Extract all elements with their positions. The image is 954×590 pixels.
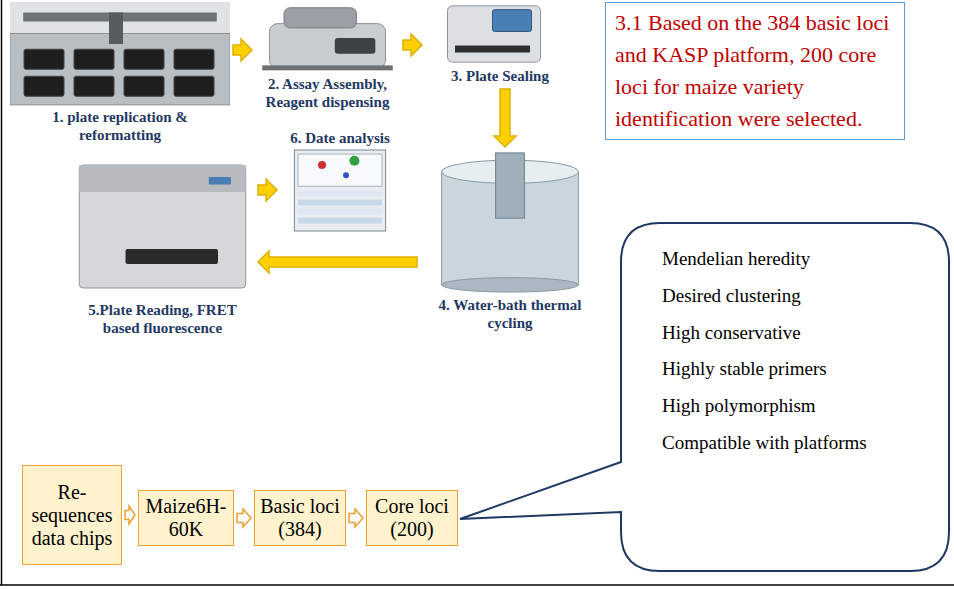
microplate bbox=[24, 76, 64, 96]
microplate bbox=[174, 76, 214, 96]
microplate bbox=[124, 76, 164, 96]
flow-arrow bbox=[349, 509, 363, 527]
process-box: Basic loci (384) bbox=[254, 490, 346, 546]
frame-line bbox=[1, 0, 3, 585]
criterion-item: High conservative bbox=[662, 322, 940, 345]
reader-slot bbox=[126, 249, 219, 264]
criterion-item: Desired clustering bbox=[662, 285, 940, 308]
cycler-base bbox=[442, 278, 579, 293]
sealer-photo-step: 3. Plate Sealing bbox=[425, 2, 575, 86]
step-photo bbox=[10, 2, 230, 107]
cycler-rack bbox=[496, 153, 525, 218]
box-label: Core loci (200) bbox=[371, 495, 453, 541]
note-text: 3.1 Based on the 384 basic loci and KASP… bbox=[615, 7, 895, 135]
microplate bbox=[124, 49, 164, 69]
dispenser-body bbox=[270, 24, 386, 69]
dispenser-top bbox=[284, 8, 357, 28]
box-label: Maize6H-60K bbox=[143, 495, 229, 541]
step-caption: 6. Date analysis bbox=[288, 128, 392, 148]
screen-window bbox=[294, 150, 385, 231]
step-photo bbox=[255, 2, 400, 74]
screen-row bbox=[298, 191, 382, 197]
criterion-item: Highly stable primers bbox=[662, 358, 940, 381]
dispenser-photo-step: 2. Assay Assembly, Reagent dispensing bbox=[255, 2, 400, 112]
step-arrow bbox=[258, 251, 417, 273]
microplate bbox=[24, 49, 64, 69]
criterion-item: Mendelian heredity bbox=[662, 248, 940, 271]
flow-arrow bbox=[125, 506, 135, 524]
step-arrow bbox=[258, 179, 277, 201]
robot-deck bbox=[10, 34, 230, 105]
box-label: Basic loci (384) bbox=[259, 495, 341, 541]
step-arrow bbox=[403, 34, 422, 56]
note-box: 3.1 Based on the 384 basic loci and KASP… bbox=[605, 2, 905, 140]
dispenser-window bbox=[335, 38, 376, 54]
step-caption: 2. Assay Assembly, Reagent dispensing bbox=[255, 74, 400, 112]
process-box: Core loci (200) bbox=[366, 490, 458, 546]
reader-top bbox=[79, 165, 246, 192]
thermal-cycler-photo-step: 4. Water-bath thermal cycling bbox=[420, 150, 600, 333]
sealer-body bbox=[448, 6, 541, 62]
callout-bubble: Mendelian heredityDesired clusteringHigh… bbox=[620, 222, 950, 572]
criterion-item: Compatible with platforms bbox=[662, 432, 940, 455]
sealer-screen bbox=[493, 10, 532, 32]
step-arrow bbox=[233, 39, 252, 61]
step-photo bbox=[425, 2, 575, 66]
step-photo bbox=[280, 148, 400, 233]
plot-cluster bbox=[343, 172, 349, 178]
process-box: Maize6H-60K bbox=[138, 490, 234, 546]
step-caption: 5.Plate Reading, FRET based fluorescence bbox=[71, 300, 255, 338]
step-photo bbox=[70, 150, 255, 300]
reader-body bbox=[79, 165, 246, 288]
microplate bbox=[74, 49, 114, 69]
screen-row bbox=[298, 209, 382, 215]
analysis-screen-step: 6. Date analysis bbox=[280, 128, 400, 233]
microplate bbox=[174, 49, 214, 69]
flow-arrow bbox=[237, 509, 251, 527]
screen-plot bbox=[298, 154, 382, 186]
screen-row bbox=[298, 200, 382, 206]
plate-reader-photo-step: 5.Plate Reading, FRET based fluorescence bbox=[70, 150, 255, 338]
dispenser-base bbox=[262, 65, 393, 70]
frame-line bbox=[0, 584, 954, 586]
screen-row bbox=[298, 218, 382, 224]
plot-cluster bbox=[349, 156, 359, 166]
criterion-item: High polymorphism bbox=[662, 395, 940, 418]
step-caption: 3. Plate Sealing bbox=[449, 66, 551, 86]
step-arrow bbox=[494, 89, 516, 147]
box-label: Re-sequences data chips bbox=[27, 481, 117, 550]
callout-outline bbox=[460, 223, 949, 571]
step-caption: 1. plate replication & reformatting bbox=[23, 107, 217, 145]
reader-badge bbox=[209, 177, 231, 185]
robot-photo-step: 1. plate replication & reformatting bbox=[10, 2, 230, 145]
plot-cluster bbox=[318, 161, 326, 169]
microplate bbox=[74, 76, 114, 96]
step-photo bbox=[420, 150, 600, 295]
sealer-tray bbox=[455, 46, 530, 53]
robot-head bbox=[109, 13, 123, 45]
step-caption: 4. Water-bath thermal cycling bbox=[428, 295, 592, 333]
process-box: Re-sequences data chips bbox=[22, 465, 122, 565]
